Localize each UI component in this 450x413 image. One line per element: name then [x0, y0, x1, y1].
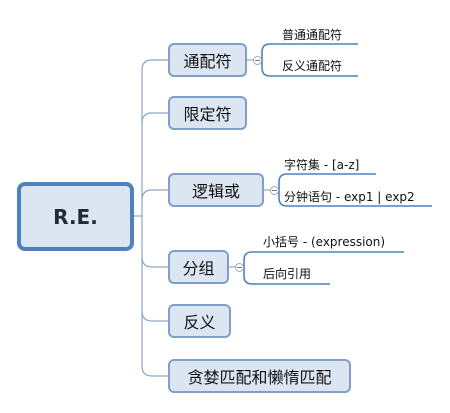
root-node[interactable]: R.E.: [17, 182, 134, 251]
branch-negation[interactable]: 反义: [168, 304, 231, 338]
branch-label: 分组: [182, 259, 215, 278]
branch-wildcards[interactable]: 通配符: [168, 43, 247, 77]
leaf-alternation-expr[interactable]: 分钟语句 - exp1 | exp2: [284, 190, 415, 204]
branch-label: 限定符: [183, 105, 232, 124]
leaf-parentheses[interactable]: 小括号 - (expression): [263, 235, 386, 249]
branch-label: 反义: [183, 313, 216, 332]
leaf-backreference[interactable]: 后向引用: [263, 267, 312, 281]
branch-label: 贪婪匹配和懒惰匹配: [187, 368, 332, 387]
collapse-toggle-icon[interactable]: [235, 263, 244, 272]
branch-quantifiers[interactable]: 限定符: [168, 96, 247, 130]
leaf-charset[interactable]: 字符集 - [a-z]: [284, 158, 360, 172]
branch-label: 逻辑或: [191, 182, 240, 201]
branch-grouping[interactable]: 分组: [168, 250, 229, 284]
branch-greedy-lazy[interactable]: 贪婪匹配和懒惰匹配: [168, 359, 351, 393]
branch-alternation[interactable]: 逻辑或: [168, 173, 264, 207]
root-label: R.E.: [53, 204, 98, 229]
leaf-normal-wildcard[interactable]: 普通通配符: [282, 28, 343, 42]
collapse-toggle-icon[interactable]: [253, 56, 262, 65]
branch-label: 通配符: [183, 52, 232, 71]
leaf-negated-wildcard[interactable]: 反义通配符: [282, 59, 343, 73]
collapse-toggle-icon[interactable]: [270, 186, 279, 195]
